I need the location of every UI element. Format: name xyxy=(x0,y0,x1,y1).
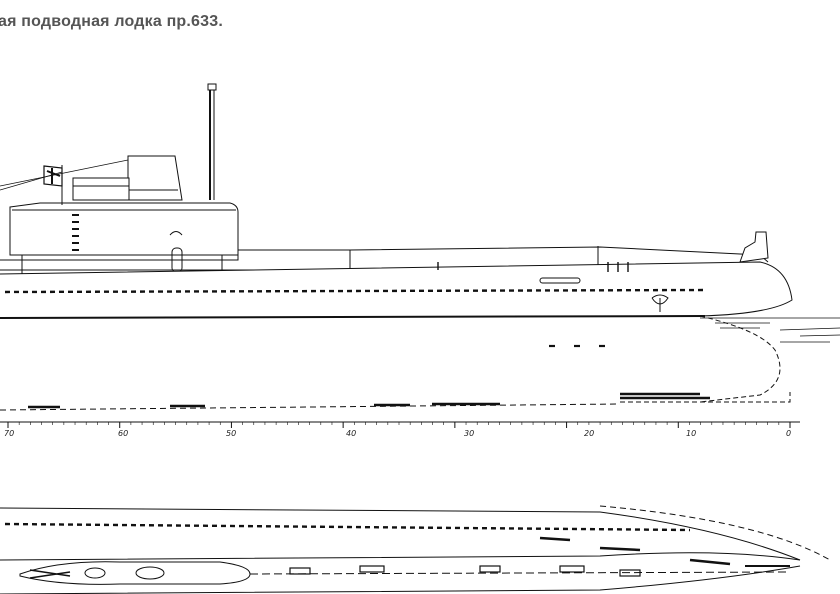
naval-ensign xyxy=(0,159,129,205)
tower-portholes xyxy=(72,214,79,251)
plan-ports xyxy=(4,522,691,532)
scale-label-50: 50 xyxy=(226,429,236,438)
scale-label-40: 40 xyxy=(346,429,356,438)
scale-label-70: 70 xyxy=(4,429,14,438)
scale-label-20: 20 xyxy=(584,429,594,438)
scale-label-60: 60 xyxy=(118,429,128,438)
waterline-hatching xyxy=(700,317,840,343)
main-hull xyxy=(0,261,793,411)
frame-scale: 70 60 50 40 30 20 10 0 xyxy=(0,421,800,438)
plan-view xyxy=(0,505,831,594)
side-elevation xyxy=(0,83,840,411)
plan-deck-details xyxy=(19,536,791,585)
conning-tower xyxy=(9,155,239,273)
radio-mast xyxy=(207,83,217,200)
scale-ticks xyxy=(7,422,791,428)
drawing-title: ая подводная лодка пр.633. xyxy=(0,13,223,30)
hull-fittings xyxy=(437,262,669,348)
keel-blocks xyxy=(28,392,710,409)
scale-label-30: 30 xyxy=(464,429,474,438)
scale-label-10: 10 xyxy=(686,429,696,438)
scale-label-0: 0 xyxy=(786,429,791,438)
